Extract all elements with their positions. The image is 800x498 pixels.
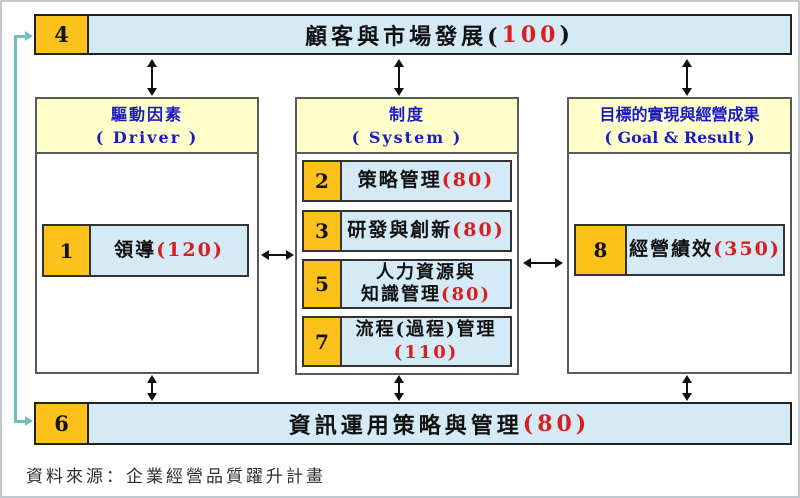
item-hr-label: 人力資源與 知識管理(80) bbox=[342, 261, 510, 307]
bottom-bar-name: 資訊運用策略與管理 bbox=[288, 412, 523, 439]
item-strategy-score: (80) bbox=[441, 169, 495, 192]
top-bar-label-pre: 顧客與市場發展( bbox=[305, 23, 502, 50]
source-note: 資料來源：企業經營品質躍升計畫 bbox=[26, 467, 326, 487]
item-hr-line1: 人力資源與 bbox=[376, 261, 476, 283]
item-process-number-badge: 7 bbox=[304, 318, 342, 365]
item-hr-knowledge: 5 人力資源與 知識管理(80) bbox=[302, 259, 512, 309]
item-process-label: 流程(過程)管理 (110) bbox=[342, 318, 510, 365]
item-performance-score: (350) bbox=[713, 238, 781, 261]
v-arrow-bottom-left-icon bbox=[146, 375, 158, 401]
h-arrow-system-goal-icon bbox=[523, 257, 563, 269]
top-bar-score: 100 bbox=[501, 21, 560, 48]
item-leadership-name: 領導 bbox=[114, 238, 157, 261]
top-bar-label: 顧客與市場發展(100) bbox=[89, 16, 790, 53]
item-leadership: 1 領導(120) bbox=[42, 224, 249, 277]
item-strategy-management: 2 策略管理(80) bbox=[302, 160, 512, 202]
column-goal-result-header: 目標的實現與經營成果 ( Goal & Result ) bbox=[569, 99, 790, 155]
top-bar-label-post: ) bbox=[559, 21, 574, 48]
item-business-performance: 8 經營績效(350) bbox=[574, 224, 785, 276]
item-rd-number-badge: 3 bbox=[304, 212, 342, 250]
v-arrow-top-left-icon bbox=[146, 59, 158, 96]
item-strategy-name: 策略管理 bbox=[357, 169, 442, 192]
bottom-bar-number-badge: 6 bbox=[36, 404, 89, 443]
item-hr-score: (80) bbox=[440, 284, 492, 305]
item-leadership-score: (120) bbox=[156, 238, 224, 261]
v-arrow-bottom-middle-icon bbox=[393, 375, 405, 401]
column-system-header: 制度 ( System ) bbox=[297, 99, 517, 155]
v-arrow-top-middle-icon bbox=[393, 59, 405, 96]
item-hr-line2: 知識管理 bbox=[360, 284, 441, 305]
item-rd-label: 研發與創新(80) bbox=[342, 212, 510, 250]
teal-connector-line bbox=[14, 35, 17, 423]
item-leadership-label: 領導(120) bbox=[91, 226, 247, 275]
top-bar-customer-market: 4 顧客與市場發展(100) bbox=[34, 14, 792, 55]
v-arrow-top-right-icon bbox=[681, 59, 693, 96]
teal-connector-top-segment bbox=[14, 35, 26, 38]
item-process-line1: 流程(過程)管理 bbox=[355, 319, 497, 340]
column-goal-result-title-en: ( Goal & Result ) bbox=[604, 128, 755, 148]
top-bar-number-badge: 4 bbox=[36, 16, 89, 53]
column-system-title-en: ( System ) bbox=[351, 128, 463, 148]
bottom-bar-label: 資訊運用策略與管理(80) bbox=[89, 404, 790, 443]
item-performance-number-badge: 8 bbox=[576, 226, 627, 274]
item-rd-name: 研發與創新 bbox=[347, 219, 453, 242]
v-arrow-bottom-right-icon bbox=[681, 375, 693, 401]
item-process-score: (110) bbox=[393, 341, 459, 363]
bottom-bar-score: (80) bbox=[522, 410, 591, 437]
item-hr-number-badge: 5 bbox=[304, 261, 342, 307]
item-strategy-label: 策略管理(80) bbox=[342, 162, 510, 200]
item-performance-label: 經營績效(350) bbox=[627, 226, 783, 274]
item-rd-innovation: 3 研發與創新(80) bbox=[302, 210, 512, 252]
teal-arrowhead-top-icon bbox=[25, 31, 33, 41]
column-driver-title-zh: 驅動因素 bbox=[110, 105, 183, 124]
teal-connector-bottom-segment bbox=[14, 420, 26, 423]
item-leadership-number-badge: 1 bbox=[44, 226, 91, 275]
column-driver-header: 驅動因素 ( Driver ) bbox=[37, 99, 257, 155]
item-rd-score: (80) bbox=[452, 219, 505, 242]
item-performance-name: 經營績效 bbox=[629, 238, 714, 261]
column-goal-result-title-zh: 目標的實現與經營成果 bbox=[599, 105, 760, 124]
column-system-title-zh: 制度 bbox=[388, 105, 425, 124]
teal-arrowhead-bottom-icon bbox=[25, 416, 33, 426]
item-process-management: 7 流程(過程)管理 (110) bbox=[302, 316, 512, 367]
bottom-bar-information: 6 資訊運用策略與管理(80) bbox=[34, 402, 792, 445]
h-arrow-driver-system-icon bbox=[261, 249, 294, 261]
column-driver-title-en: ( Driver ) bbox=[95, 128, 199, 148]
item-strategy-number-badge: 2 bbox=[304, 162, 342, 200]
